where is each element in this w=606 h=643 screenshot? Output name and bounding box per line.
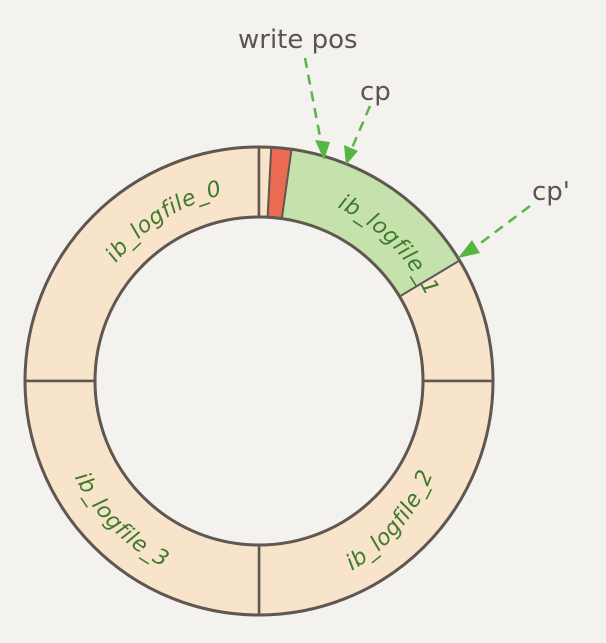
cp-prime-boundary bbox=[399, 259, 461, 298]
write-pos-label: write pos bbox=[238, 25, 358, 55]
write-pos-arrow bbox=[303, 57, 330, 160]
cp-prime-label: cp' bbox=[532, 177, 570, 207]
cp-arrow bbox=[344, 105, 372, 165]
cp-label: cp bbox=[360, 77, 391, 107]
ring-inner-edge bbox=[93, 215, 425, 547]
cp-prime-arrow bbox=[458, 205, 531, 258]
checkpoint-region bbox=[281, 149, 460, 297]
ring-outer-edge bbox=[23, 145, 495, 617]
segment-boundaries bbox=[25, 147, 493, 615]
